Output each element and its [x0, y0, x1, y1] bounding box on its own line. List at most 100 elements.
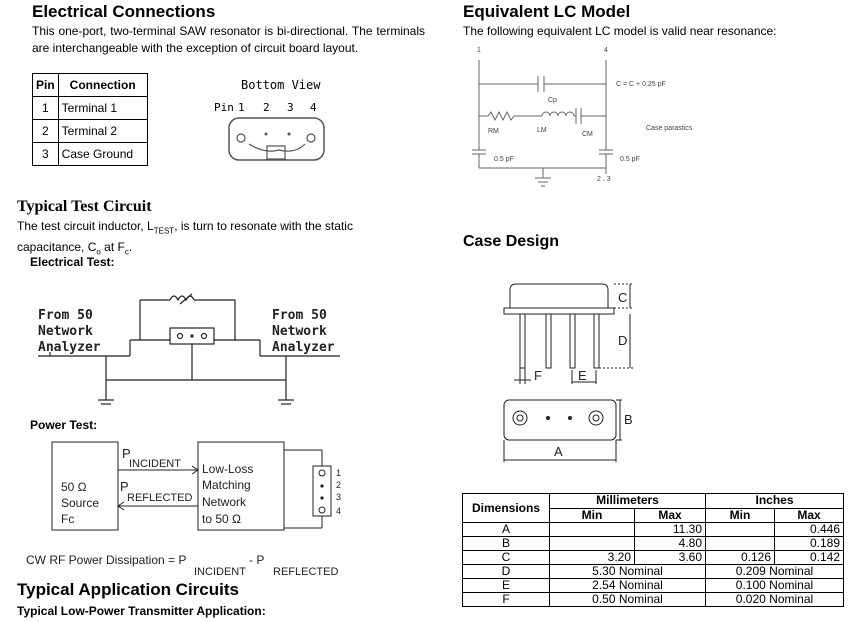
socket-pin-4: 4 — [336, 506, 341, 516]
matching-box-line-3: Network — [202, 495, 247, 509]
pin-number: 1 — [32, 96, 59, 120]
matching-box-line-4: to 50 Ω — [202, 512, 241, 526]
mm-nominal-value: 2.54 Nominal — [549, 578, 706, 593]
dissipation-sub-reflected: REFLECTED — [273, 566, 338, 578]
dimensions-table: Dimensions Millimeters Inches Min Max Mi… — [462, 493, 844, 607]
lc-cap-right-label: 0.5 pF — [620, 156, 640, 163]
mm-max-value: 11.30 — [634, 522, 706, 537]
table-row: C 3.20 3.60 0.126 0.142 — [462, 550, 844, 565]
bottom-view-diagram: Bottom View Pin 1 2 3 4 — [214, 78, 325, 161]
lc-cap-left-label: 0.5 pF — [494, 156, 514, 163]
case-letter-c: C — [618, 290, 627, 305]
pin-header: Pin — [32, 73, 59, 97]
case-letter-e: E — [578, 368, 587, 383]
lc-c-eq-label: C = C + 0.25 pF — [616, 81, 666, 88]
matching-box-line-1: Low-Loss — [202, 462, 253, 476]
table-row: 3 Case Ground — [32, 142, 148, 166]
mm-max-value: 3.60 — [634, 550, 706, 565]
lc-model-paragraph: The following equivalent LC model is val… — [463, 24, 777, 38]
package-outline — [228, 117, 325, 161]
table-row: 2 Terminal 2 — [32, 119, 148, 143]
dim-label: F — [462, 592, 550, 607]
dim-label: E — [462, 578, 550, 593]
in-max-header: Max — [774, 507, 844, 523]
socket-pin-3: 3 — [336, 492, 341, 502]
in-min-header: Min — [705, 507, 775, 523]
mm-max-value: 4.80 — [634, 536, 706, 551]
dim-label: B — [462, 536, 550, 551]
connection-header: Connection — [57, 73, 148, 97]
in-nominal-value: 0.100 Nominal — [705, 578, 844, 593]
pin-hole-icon — [236, 133, 246, 143]
right-analyzer-line-1: From 50 — [272, 308, 327, 323]
pin-dot-icon — [287, 132, 291, 136]
power-test-diagram: 50 Ω Source Fc P INCIDENT P REFLECTED Lo… — [26, 441, 341, 578]
case-letter-a: A — [554, 444, 563, 459]
millimeters-header: Millimeters — [549, 493, 706, 509]
electrical-test-diagram: From 50 Network Analyzer From 50 Network… — [38, 293, 340, 405]
in-min-value — [705, 536, 775, 551]
dim-label: A — [462, 522, 550, 537]
socket-pin-2: 2 — [336, 480, 341, 490]
lc-node-1: 1 — [477, 47, 481, 54]
pin-connection: Terminal 1 — [57, 96, 148, 120]
lc-parasitics-label: Case parastics — [646, 125, 693, 132]
electrical-connections-paragraph: This one-port, two-terminal SAW resonato… — [32, 24, 425, 55]
application-subheading: Typical Low-Power Transmitter Applicatio… — [17, 604, 266, 618]
lc-model-diagram: 1 4 C = C + 0.25 pF Cp RM LM CM Case par… — [472, 47, 693, 187]
pin-connection-table: Pin Connection 1 Terminal 1 2 Terminal 2… — [32, 73, 148, 166]
lc-node-23: 2 . 3 — [597, 176, 611, 183]
lc-model-heading: Equivalent LC Model — [463, 2, 631, 21]
dim-label: C — [462, 550, 550, 565]
in-min-value: 0.126 — [705, 550, 775, 565]
case-letter-d: D — [618, 333, 627, 348]
electrical-connections-heading: Electrical Connections — [32, 2, 216, 21]
case-letter-f: F — [534, 368, 542, 383]
in-max-value: 0.142 — [774, 550, 844, 565]
socket-pin-1: 1 — [336, 468, 341, 478]
case-design-heading: Case Design — [463, 233, 560, 250]
application-heading: Typical Application Circuits — [17, 580, 239, 599]
mm-min-value — [549, 536, 635, 551]
dissipation-minus: - P — [249, 553, 264, 567]
power-test-label: Power Test: — [30, 418, 98, 432]
p-incident-label: P — [122, 446, 131, 461]
table-row: D 5.30 Nominal 0.209 Nominal — [462, 564, 844, 579]
lc-node-4: 4 — [604, 47, 608, 54]
in-min-value — [705, 522, 775, 537]
lc-cp-label: Cp — [548, 97, 557, 104]
electrical-test-label: Electrical Test: — [30, 255, 115, 269]
lc-cm-label: CM — [582, 131, 593, 138]
source-box-line-3: Fc — [61, 512, 74, 526]
dissipation-sub-incident: INCIDENT — [194, 566, 246, 578]
source-box-line-1: 50 Ω — [61, 480, 87, 494]
bottom-view-pin-4: 4 — [310, 101, 317, 114]
bottom-view-pin-3: 3 — [287, 101, 294, 114]
in-max-value: 0.446 — [774, 522, 844, 537]
dim-label: D — [462, 564, 550, 579]
test-circuit-paragraph: The test circuit inductor, LTEST, is tur… — [17, 219, 353, 257]
pin-hole-icon — [306, 133, 316, 143]
bottom-view-title: Bottom View — [241, 78, 321, 92]
pin-number: 3 — [32, 142, 59, 166]
table-row: 1 Terminal 1 — [32, 96, 148, 120]
mm-max-header: Max — [634, 507, 706, 523]
left-analyzer-line-3: Analyzer — [38, 340, 101, 355]
right-analyzer-line-3: Analyzer — [272, 340, 335, 355]
inches-header: Inches — [705, 493, 844, 509]
p-reflected-sub: REFLECTED — [127, 492, 192, 504]
bottom-view-pin-label: Pin — [214, 101, 234, 114]
mm-min-value — [549, 522, 635, 537]
pin-connection: Case Ground — [57, 142, 148, 166]
left-analyzer-line-2: Network — [38, 324, 93, 339]
mm-nominal-value: 5.30 Nominal — [549, 564, 706, 579]
matching-box-line-2: Matching — [202, 478, 251, 492]
bottom-view-pin-1: 1 — [238, 101, 245, 114]
case-letter-b: B — [624, 412, 633, 427]
lc-rm-label: RM — [488, 128, 499, 135]
table-row: B 4.80 0.189 — [462, 536, 844, 551]
p-reflected-label: P — [120, 479, 129, 494]
in-max-value: 0.189 — [774, 536, 844, 551]
mm-min-header: Min — [549, 507, 635, 523]
pin-dot-icon — [264, 132, 268, 136]
